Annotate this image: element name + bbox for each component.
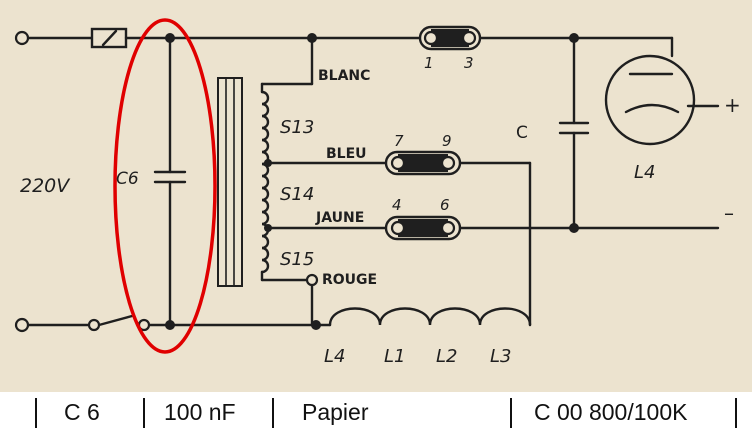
selector-pin-3 [461, 30, 477, 46]
filament-coils [328, 307, 532, 327]
column-separator [272, 398, 274, 428]
part-reference: C 6 [64, 399, 100, 425]
label-minus: – [724, 201, 734, 225]
label-c6: C6 [116, 169, 139, 189]
column-separator [35, 398, 37, 428]
selector-pin-6 [440, 220, 456, 236]
junction-cap-bottom [569, 223, 579, 233]
label-tube-l4: L4 [634, 162, 655, 183]
label-blanc: BLANC [318, 68, 370, 84]
transformer-winding [260, 90, 270, 274]
rectifier-tube [604, 54, 696, 146]
label-s13: S13 [280, 117, 314, 138]
junction-cap-top [569, 33, 579, 43]
parts-list-row: C 6 100 nF Papier C 00 800/100K [0, 392, 752, 435]
label-pin-9: 9 [442, 132, 452, 150]
label-s14: S14 [280, 184, 314, 205]
column-separator [735, 398, 737, 428]
c6-highlight-ellipse [113, 18, 217, 354]
mains-switch [97, 314, 134, 327]
selector-pin-1 [423, 30, 439, 46]
label-bleu: BLEU [326, 146, 367, 162]
link-7-9-bar [398, 154, 448, 172]
label-rouge: ROUGE [322, 272, 377, 288]
label-plus: + [724, 93, 741, 117]
part-type: Papier [302, 399, 369, 425]
label-220v: 220V [20, 175, 71, 197]
label-pin-4: 4 [392, 196, 402, 214]
fuse-slash [101, 29, 118, 47]
tap-rouge-terminal [305, 273, 319, 287]
column-separator [143, 398, 145, 428]
switch-contact-left [87, 318, 101, 332]
label-c: C [516, 123, 528, 143]
junction-bleu-tap [264, 159, 272, 167]
label-pin-6: 6 [440, 196, 450, 214]
part-code: C 00 800/100K [534, 399, 688, 425]
mains-terminal-top [14, 30, 30, 46]
label-pin-3: 3 [464, 54, 474, 72]
link-4-6-bar [398, 219, 448, 237]
transformer-core [217, 77, 243, 287]
part-value: 100 nF [164, 399, 236, 425]
selector-pin-9 [440, 155, 456, 171]
junction-rouge [311, 320, 321, 330]
junction-c6-top [165, 33, 175, 43]
label-filament-l2: L2 [436, 346, 457, 367]
junction-blanc [307, 33, 317, 43]
link-1-3-bar [431, 29, 469, 47]
junction-jaune-tap [264, 224, 272, 232]
column-separator [510, 398, 512, 428]
label-filament-l1: L1 [384, 346, 405, 367]
label-s15: S15 [280, 249, 314, 270]
label-jaune: JAUNE [315, 210, 364, 226]
mains-terminal-bottom [14, 317, 30, 333]
junction-c6-bottom [165, 320, 175, 330]
label-pin-1: 1 [424, 54, 434, 72]
selector-pin-7 [390, 155, 406, 171]
label-pin-7: 7 [394, 132, 404, 150]
label-filament-l4: L4 [324, 346, 345, 367]
label-filament-l3: L3 [490, 346, 511, 367]
power-supply-schematic: 220V C6 BLANC S13 BLEU S14 JAUNE S15 ROU… [0, 0, 752, 392]
selector-pin-4 [390, 220, 406, 236]
tube-cathode [624, 103, 680, 114]
